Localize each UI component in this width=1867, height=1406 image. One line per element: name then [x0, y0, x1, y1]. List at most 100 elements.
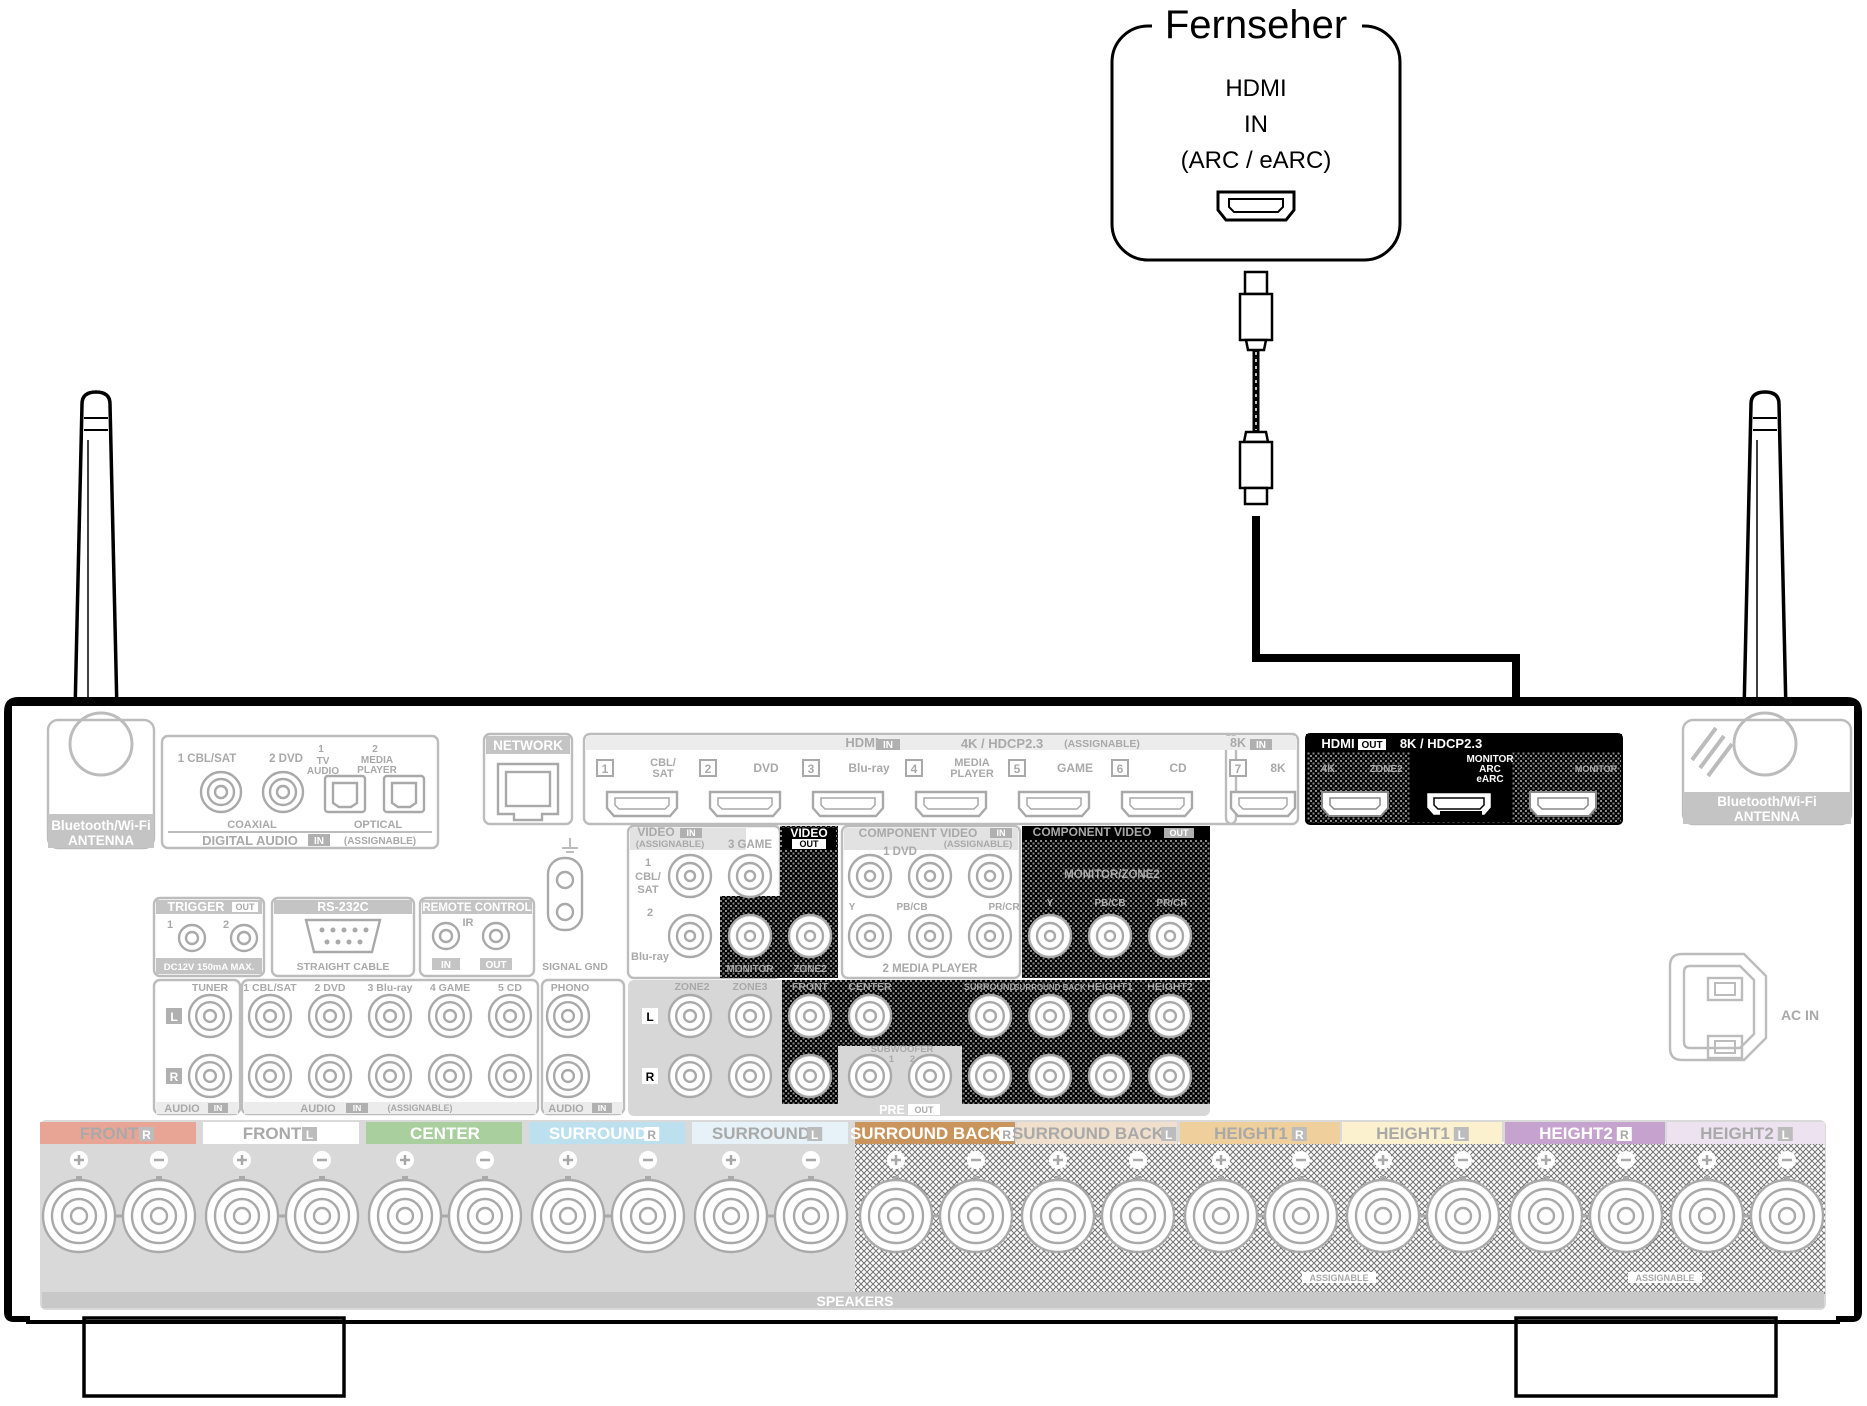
- pre-out-jack-bottom-3[interactable]: [847, 1053, 893, 1099]
- rs232-title: RS-232C: [317, 900, 368, 914]
- trigger-jack-1[interactable]: [177, 923, 207, 953]
- audio-in-jack-r-5[interactable]: [487, 1053, 533, 1099]
- speaker-group-side-9: L: [1458, 1128, 1465, 1142]
- audio-in-jack-r-2[interactable]: [307, 1053, 353, 1099]
- video-in-title: VIDEO: [637, 825, 674, 839]
- hdmi-in-port-5[interactable]: [1017, 790, 1091, 818]
- rs232-port[interactable]: [304, 918, 382, 954]
- pre-out-jack-bottom-5[interactable]: [967, 1053, 1013, 1099]
- audio-in-jack-l-5[interactable]: [487, 993, 533, 1039]
- video-in-jack-3[interactable]: [727, 853, 773, 899]
- speaker-terminal-5-plus[interactable]: [693, 1176, 769, 1254]
- pre-out-jack-top-5[interactable]: [1027, 993, 1073, 1039]
- speaker-terminal-6-minus[interactable]: [938, 1176, 1014, 1254]
- audio-in-jack-r-0[interactable]: [187, 1053, 233, 1099]
- speaker-group-side-4: R: [647, 1128, 656, 1142]
- pre-out-jack-bottom-2[interactable]: [787, 1053, 833, 1099]
- video-out-jack-monitor[interactable]: [727, 913, 773, 959]
- video-out-jack-zone2[interactable]: [787, 913, 833, 959]
- speakers-footer: SPEAKERS: [816, 1293, 893, 1309]
- hdmi-in-title: HDMI: [845, 735, 878, 750]
- ethernet-port[interactable]: [496, 762, 560, 822]
- audio-in-jack-l-1[interactable]: [247, 993, 293, 1039]
- audio-in-jack-l-4[interactable]: [427, 993, 473, 1039]
- speaker-terminal-11-plus[interactable]: [1669, 1176, 1745, 1254]
- component-out-jack-pr[interactable]: [1147, 913, 1193, 959]
- audio-in-jack-l-3[interactable]: [367, 993, 413, 1039]
- hdmi-in-port-6[interactable]: [1120, 790, 1194, 818]
- hdmi-in-port-4[interactable]: [914, 790, 988, 818]
- pre-out-jack-bottom-8[interactable]: [1147, 1053, 1193, 1099]
- hdmi-out-port-monitor[interactable]: [1529, 791, 1597, 817]
- speaker-terminal-7-plus[interactable]: [1020, 1176, 1096, 1254]
- speaker-group-label-2: FRONT: [243, 1124, 302, 1143]
- pre-out-jack-bottom-7[interactable]: [1087, 1053, 1133, 1099]
- speaker-terminal-3-minus[interactable]: [447, 1176, 523, 1254]
- speaker-terminal-4-plus[interactable]: [530, 1176, 606, 1254]
- speaker-terminal-3-plus[interactable]: [367, 1176, 443, 1254]
- hdmi-in-port-2[interactable]: [708, 790, 782, 818]
- component-in-jack-pb2[interactable]: [907, 913, 953, 959]
- speaker-terminal-11-minus[interactable]: [1749, 1176, 1825, 1254]
- pre-out-jack-bottom-6[interactable]: [1027, 1053, 1073, 1099]
- coaxial-jack-1[interactable]: [199, 770, 243, 814]
- pre-out-jack-bottom-1[interactable]: [727, 1053, 773, 1099]
- pre-out-jack-top-3[interactable]: [847, 993, 893, 1039]
- audio-in-jack-l-0[interactable]: [187, 993, 233, 1039]
- component-in-jack-pr2[interactable]: [967, 913, 1013, 959]
- hdmi-out-port-4k[interactable]: [1321, 791, 1389, 817]
- pre-out-jack-top-0[interactable]: [667, 993, 713, 1039]
- hdmi-in-port-name-1: CBL/: [650, 757, 676, 769]
- pre-out-jack-top-7[interactable]: [1147, 993, 1193, 1039]
- speaker-terminal-8-minus[interactable]: [1263, 1176, 1339, 1254]
- speaker-terminal-10-minus[interactable]: [1588, 1176, 1664, 1254]
- speaker-terminal-8-plus[interactable]: [1183, 1176, 1259, 1254]
- tv-hdmi-port[interactable]: [1216, 190, 1296, 222]
- speaker-terminal-9-minus[interactable]: [1425, 1176, 1501, 1254]
- video-in-jack-2[interactable]: [667, 913, 713, 959]
- hdmi-8k-port[interactable]: [1229, 790, 1297, 818]
- remote-in-jack[interactable]: [431, 921, 461, 951]
- speaker-terminal-10-plus[interactable]: [1508, 1176, 1584, 1254]
- audio-in-jack-l-2[interactable]: [307, 993, 353, 1039]
- speaker-terminal-5-minus[interactable]: [773, 1176, 849, 1254]
- component-in-jack-pb1[interactable]: [907, 853, 953, 899]
- pre-out-jack-bottom-4[interactable]: [907, 1053, 953, 1099]
- audio-in-jack-l-6[interactable]: [545, 993, 591, 1039]
- coaxial-jack-2[interactable]: [261, 770, 305, 814]
- audio-in-jack-r-6[interactable]: [545, 1053, 591, 1099]
- optical-jack-1[interactable]: [323, 774, 367, 814]
- hdmi-in-port-3[interactable]: [811, 790, 885, 818]
- speaker-terminal-6-plus[interactable]: [858, 1176, 934, 1254]
- speaker-terminal-9-plus[interactable]: [1345, 1176, 1421, 1254]
- component-out-jack-y[interactable]: [1027, 913, 1073, 959]
- optical-jack-2[interactable]: [382, 774, 426, 814]
- component-in-jack-y1[interactable]: [847, 853, 893, 899]
- video-in-jack-1[interactable]: [667, 853, 713, 899]
- hdmi-out-port-monitor-earc[interactable]: [1424, 790, 1494, 818]
- signal-gnd-terminal[interactable]: [546, 838, 584, 932]
- speaker-terminal-2-plus[interactable]: [204, 1176, 280, 1254]
- speaker-terminal-1-minus[interactable]: [121, 1176, 197, 1254]
- speaker-terminal-7-minus[interactable]: [1100, 1176, 1176, 1254]
- component-in-jack-y2[interactable]: [847, 913, 893, 959]
- hdmi-in-port-1[interactable]: [605, 790, 679, 818]
- audio-in-jack-r-1[interactable]: [247, 1053, 293, 1099]
- component-in-jack-pr1[interactable]: [967, 853, 1013, 899]
- pre-out-jack-bottom-0[interactable]: [667, 1053, 713, 1099]
- component-in-channel-pb: PB/CB: [896, 902, 927, 913]
- trigger-jack-2[interactable]: [229, 923, 259, 953]
- ac-inlet[interactable]: [1668, 952, 1768, 1062]
- audio-in-jack-r-4[interactable]: [427, 1053, 473, 1099]
- remote-out-jack[interactable]: [481, 921, 511, 951]
- audio-in-jack-r-3[interactable]: [367, 1053, 413, 1099]
- pre-out-jack-top-1[interactable]: [727, 993, 773, 1039]
- pre-out-jack-top-2[interactable]: [787, 993, 833, 1039]
- component-out-jack-pb[interactable]: [1087, 913, 1133, 959]
- pre-out-jack-top-6[interactable]: [1087, 993, 1133, 1039]
- pre-out-jack-top-4[interactable]: [967, 993, 1013, 1039]
- speaker-group-label-9: HEIGHT1: [1376, 1124, 1450, 1143]
- digital-audio-input-2: 2 DVD: [269, 753, 303, 765]
- audio-in-source-3: 3 Blu-ray: [368, 982, 413, 994]
